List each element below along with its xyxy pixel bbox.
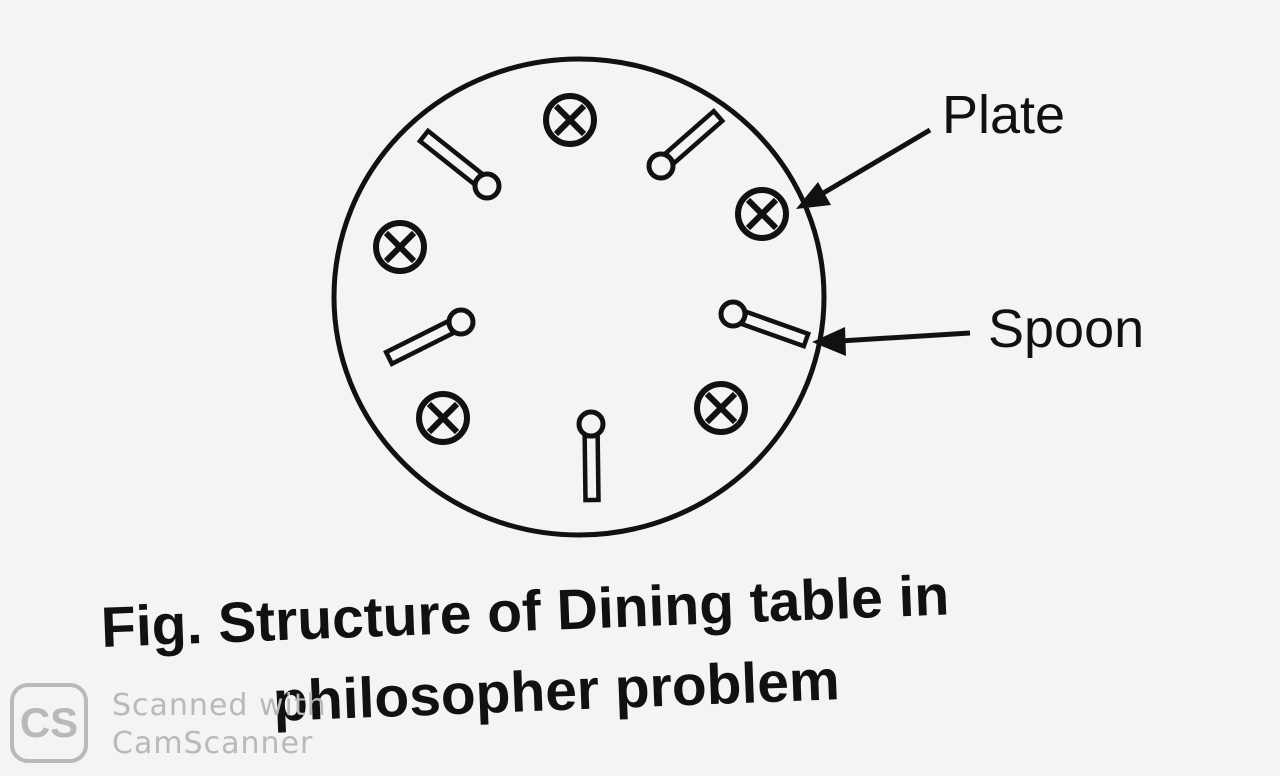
plate-arrow xyxy=(796,127,932,209)
spoon-4 xyxy=(718,299,812,349)
camscanner-logo: CS xyxy=(10,683,88,763)
spoon-3 xyxy=(383,307,476,367)
plate-5 xyxy=(416,391,470,445)
plate-4 xyxy=(694,381,748,435)
plate-2 xyxy=(735,187,789,241)
plate-1 xyxy=(543,93,597,147)
spoon-label: Spoon xyxy=(988,299,1145,359)
spoon-1 xyxy=(416,127,502,201)
dining-table xyxy=(331,56,827,538)
watermark-line1: Scanned with xyxy=(112,688,327,723)
plates xyxy=(373,93,789,445)
spoon-arrow xyxy=(812,327,971,356)
plate-3 xyxy=(373,220,427,274)
spoons xyxy=(383,107,812,503)
watermark-line2: CamScanner xyxy=(112,726,314,761)
spoon-5 xyxy=(576,409,606,503)
spoon-2 xyxy=(646,107,726,181)
plate-label: Plate xyxy=(942,85,1066,145)
